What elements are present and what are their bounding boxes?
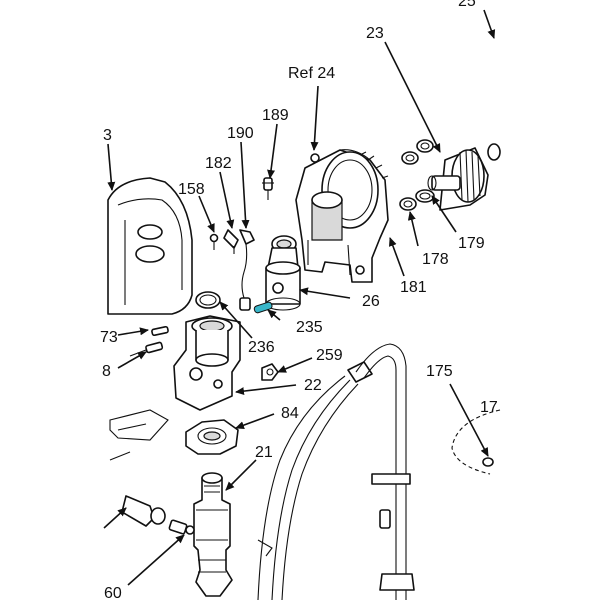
callout-labels: 23 25 Ref 24 189 190 182 158 3 179 178 1… [100, 0, 498, 600]
callout-23: 23 [366, 25, 384, 42]
gear-23 [427, 147, 489, 211]
fitting-small [168, 519, 195, 535]
callout-60: 60 [104, 585, 122, 600]
ring-236 [195, 291, 221, 309]
pin-235 [253, 301, 273, 314]
callout-8: 8 [102, 363, 111, 380]
callout-178: 178 [422, 251, 449, 268]
screw-73 [151, 325, 169, 337]
callout-21: 21 [255, 444, 273, 461]
fitting-175 [451, 409, 501, 475]
motor-housing [107, 177, 193, 315]
callout-236: 236 [248, 339, 275, 356]
callout-189: 189 [262, 107, 289, 124]
callout-22: 22 [304, 377, 322, 394]
mounting-bracket [109, 409, 169, 461]
callout-175: 175 [426, 363, 453, 380]
callout-190: 190 [227, 125, 254, 142]
callout-17: 17 [480, 399, 498, 416]
callout-3: 3 [103, 127, 112, 144]
callout-84: 84 [281, 405, 299, 422]
washer-ring-2 [416, 139, 434, 153]
lock-nut-84 [185, 419, 239, 455]
fitting-lower-left [121, 495, 166, 527]
pump-cylinder-21 [193, 472, 233, 597]
washer-179 [415, 189, 435, 203]
pump-housing-22 [173, 315, 241, 411]
leader-lines [103, 9, 496, 586]
washer-ring-1 [401, 151, 419, 165]
pin-190 [239, 229, 255, 311]
washer-178 [399, 197, 417, 211]
hose-assembly [257, 343, 415, 600]
callout-235: 235 [296, 319, 323, 336]
screw-182 [223, 229, 239, 254]
screw-8 [129, 341, 164, 357]
callout-179: 179 [458, 235, 485, 252]
callout-25: 25 [458, 0, 476, 10]
callout-26: 26 [362, 293, 380, 310]
callout-158: 158 [178, 181, 205, 198]
callout-ref-24: Ref 24 [288, 65, 335, 82]
gear-housing-ref24 [295, 149, 389, 283]
callout-259: 259 [316, 347, 343, 364]
callout-182: 182 [205, 155, 232, 172]
piston-26 [265, 261, 301, 311]
washer-top-right [487, 143, 501, 161]
callout-73: 73 [100, 329, 118, 346]
screw-189 [262, 177, 274, 200]
callout-181: 181 [400, 279, 427, 296]
nut-259 [261, 363, 279, 381]
screw-158 [209, 233, 219, 250]
